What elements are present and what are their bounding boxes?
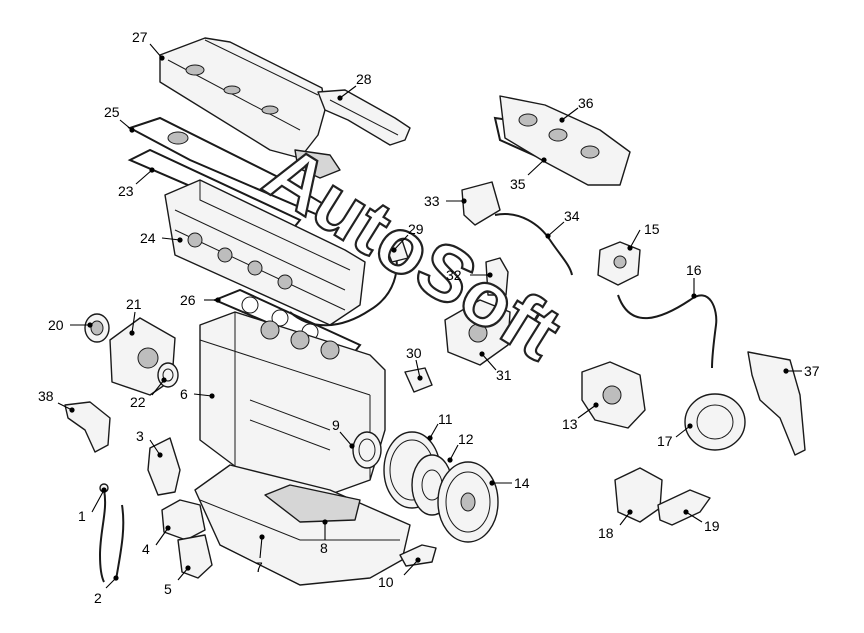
callout-26: 26	[180, 292, 196, 308]
callout-37: 37	[804, 363, 820, 379]
part-engine-mount	[614, 467, 663, 523]
leader-line-10	[403, 559, 419, 576]
leader-line-11	[429, 423, 439, 439]
part-fuel-rail	[317, 89, 411, 146]
leader-line-7	[259, 536, 263, 559]
callout-27: 27	[132, 29, 148, 45]
callout-13: 13	[562, 416, 578, 432]
part-mount-bracket	[657, 489, 711, 526]
part-cylinder-head	[164, 179, 366, 326]
leader-line-31	[481, 353, 497, 371]
callout-5: 5	[164, 581, 172, 597]
part-elbow	[461, 181, 501, 226]
part-valve-actuator	[485, 257, 509, 296]
part-cam-cover-gasket	[127, 116, 327, 217]
callout-25: 25	[104, 104, 120, 120]
part-exhaust-manifold	[499, 95, 631, 186]
part-bush	[84, 313, 110, 343]
callout-8: 8	[320, 540, 328, 556]
callout-1: 1	[78, 508, 86, 524]
leader-line-23	[135, 169, 153, 185]
part-vacuum-valve	[597, 241, 641, 286]
leader-line-22	[151, 379, 165, 396]
part-dipstick	[98, 483, 109, 583]
leader-line-3	[149, 439, 161, 456]
leader-line-35	[527, 159, 545, 176]
leader-line-27	[149, 43, 163, 59]
part-oil-sump	[194, 464, 411, 586]
leader-line-38	[57, 402, 73, 411]
part-pipe	[289, 239, 409, 327]
callout-21: 21	[126, 296, 142, 312]
callout-7: 7	[255, 559, 263, 575]
part-filter-housing	[161, 499, 206, 541]
callout-14: 14	[514, 475, 530, 491]
leader-line-15	[629, 229, 641, 249]
callout-34: 34	[564, 208, 580, 224]
part-pump	[581, 361, 646, 429]
leader-line-18	[619, 511, 631, 526]
callout-labels: 1 2 3 4 5 6 7 8 9 10 11 12 13 14 15 16 1…	[38, 29, 820, 606]
callout-12: 12	[458, 431, 474, 447]
callout-16: 16	[686, 262, 702, 278]
leader-lines	[57, 43, 802, 589]
callout-38: 38	[38, 388, 54, 404]
leader-line-4	[155, 527, 169, 546]
callout-15: 15	[644, 221, 660, 237]
callout-18: 18	[598, 525, 614, 541]
callout-10: 10	[378, 574, 394, 590]
leader-line-36	[561, 107, 579, 121]
leader-line-25	[119, 119, 133, 131]
callout-3: 3	[136, 428, 144, 444]
leader-line-1	[91, 489, 105, 513]
callout-9: 9	[332, 417, 340, 433]
part-support-bracket	[747, 351, 806, 456]
callout-28: 28	[356, 71, 372, 87]
leader-line-5	[177, 567, 189, 581]
part-rocker-cover	[159, 37, 341, 179]
part-pressure-plate	[437, 461, 499, 543]
leader-line-24	[161, 237, 181, 241]
part-vacuum-pipe	[617, 294, 718, 369]
callout-6: 6	[180, 386, 188, 402]
callout-23: 23	[118, 183, 134, 199]
callout-32: 32	[446, 267, 462, 283]
part-dipstick-tube	[115, 504, 125, 581]
part-egr-valve	[444, 299, 511, 366]
callout-2: 2	[94, 590, 102, 606]
callout-11: 11	[438, 411, 453, 427]
callout-35: 35	[510, 176, 526, 192]
part-vacuum-pump	[684, 393, 746, 451]
leader-line-19	[685, 511, 703, 523]
part-bracket	[147, 437, 181, 496]
callout-33: 33	[424, 193, 440, 209]
leader-line-34	[547, 221, 565, 237]
leader-line-12	[449, 444, 459, 461]
leader-line-13	[577, 404, 597, 419]
leader-line-30	[415, 359, 421, 379]
part-oil-baffle	[264, 484, 361, 523]
part-crank-seal	[352, 431, 382, 469]
leader-line-28	[339, 85, 357, 99]
leader-line-6	[193, 393, 213, 397]
part-sensor	[399, 544, 437, 567]
callout-36: 36	[578, 95, 594, 111]
callout-30: 30	[406, 345, 422, 361]
part-oil-pickup	[64, 401, 111, 453]
part-oil-filter	[177, 534, 213, 579]
part-hose	[494, 213, 573, 276]
leader-line-17	[675, 425, 691, 438]
callout-29: 29	[408, 221, 424, 237]
callout-19: 19	[704, 518, 720, 534]
callout-4: 4	[142, 541, 150, 557]
callout-20: 20	[48, 317, 64, 333]
leader-line-29	[393, 234, 409, 251]
leader-line-21	[131, 311, 136, 334]
callout-24: 24	[140, 230, 156, 246]
callout-31: 31	[496, 367, 512, 383]
callout-17: 17	[657, 433, 673, 449]
leader-line-9	[339, 431, 353, 447]
callout-22: 22	[130, 394, 146, 410]
